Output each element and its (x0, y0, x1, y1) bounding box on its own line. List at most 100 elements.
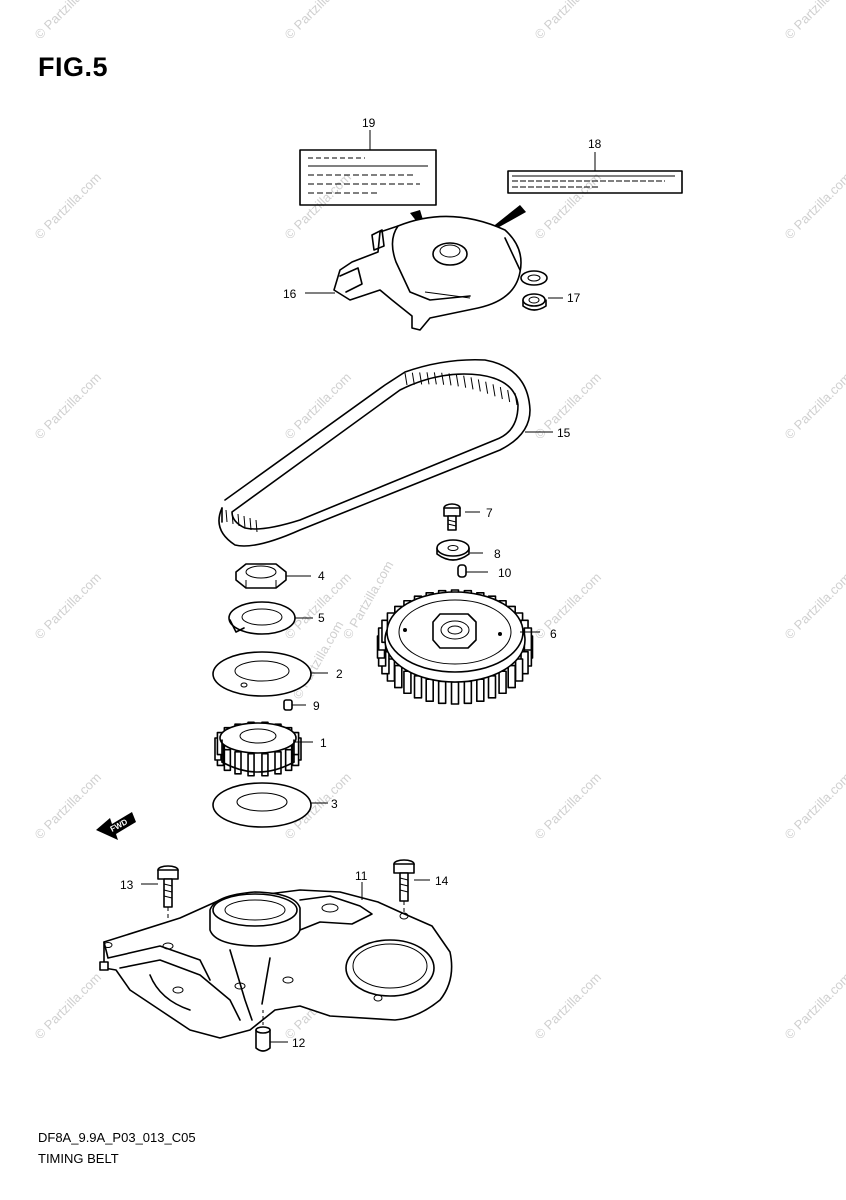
callout-17: 17 (567, 291, 581, 305)
belt-tooth (455, 374, 459, 387)
belt-tooth (463, 375, 467, 388)
part-18-label-strip[interactable] (476, 170, 683, 240)
gear-tooth (261, 752, 269, 777)
callout-8: 8 (494, 547, 501, 561)
watermark: © Partzilla.com (32, 370, 105, 443)
callout-4: 4 (318, 569, 325, 583)
belt-tooth (507, 389, 511, 403)
watermark: © Partzilla.com (32, 170, 105, 243)
callout-18: 18 (588, 137, 602, 151)
part-8-washer[interactable] (436, 539, 470, 561)
callout-19: 19 (362, 116, 376, 130)
gear-tooth (413, 675, 423, 699)
gear-tooth (274, 751, 282, 775)
part-11-timing-case[interactable] (99, 889, 453, 1039)
belt-tooth (477, 379, 481, 392)
belt-tooth (433, 372, 437, 385)
gear-tooth (487, 675, 497, 699)
gear-tooth (463, 680, 473, 705)
belt-tooth (514, 392, 518, 406)
callout-15: 15 (557, 426, 571, 440)
forward-direction-arrow: FWD (96, 812, 136, 840)
watermark: © Partzilla.com (32, 570, 105, 643)
diagram-caption: TIMING BELT (38, 1151, 119, 1166)
part-10-pin[interactable] (457, 564, 467, 578)
callout-1: 1 (320, 736, 327, 750)
gear-tooth (284, 747, 293, 772)
gear-tooth (425, 678, 434, 703)
watermark: © Partzilla.com (532, 170, 605, 243)
callout-9: 9 (313, 699, 320, 713)
watermark: © Partzilla.com (282, 0, 355, 42)
gear-tooth (437, 680, 447, 705)
watermark: © Partzilla.com (32, 970, 105, 1043)
part-1-crankshaft-timing-gear[interactable] (214, 721, 302, 777)
callout-16: 16 (283, 287, 297, 301)
gear-tooth (403, 670, 412, 695)
gear-tooth (498, 670, 507, 695)
part-7-bolt[interactable] (443, 503, 461, 531)
gear-tooth (450, 681, 460, 705)
watermark: © Partzilla.com (282, 170, 355, 243)
watermark: © Partzilla.com (32, 770, 105, 843)
watermark: © Partzilla.com (782, 570, 846, 643)
watermark: © Partzilla.com (532, 0, 605, 42)
belt-tooth (243, 515, 246, 529)
watermark: © Partzilla.com (782, 0, 846, 42)
gear-tooth (476, 678, 485, 703)
callout-2: 2 (336, 667, 343, 681)
gear-tooth (223, 747, 232, 772)
belt-tooth (499, 386, 503, 400)
belt-tooth (448, 373, 452, 386)
watermark: © Partzilla.com (532, 770, 605, 843)
watermark: © Partzilla.com (782, 770, 846, 843)
part-14-bolt[interactable] (393, 859, 415, 918)
belt-tooth (426, 372, 430, 385)
callout-11: 11 (355, 869, 368, 883)
part-16-timing-belt-cover[interactable] (333, 215, 522, 331)
diagram-code: DF8A_9.9A_P03_013_C05 (38, 1130, 196, 1145)
gear-tooth (234, 751, 242, 775)
callout-13: 13 (120, 878, 134, 892)
belt-tooth (255, 519, 258, 533)
belt-tooth (470, 377, 474, 390)
part-2-guide-plate[interactable] (212, 651, 312, 697)
part-3-guide-plate[interactable] (212, 782, 312, 828)
part-6-camshaft-pulley[interactable] (376, 589, 534, 705)
callout-7: 7 (486, 506, 493, 520)
gear-tooth (394, 664, 403, 689)
belt-tooth (249, 517, 252, 531)
gear-tooth (247, 752, 255, 777)
watermark: © Partzilla.com (782, 970, 846, 1043)
part-12-dowel-pin[interactable] (255, 1010, 271, 1052)
part-9-key[interactable] (283, 699, 293, 711)
watermark: © Partzilla.com (532, 570, 605, 643)
belt-tooth (419, 372, 423, 385)
callout-5: 5 (318, 611, 325, 625)
watermark: © Partzilla.com (32, 0, 105, 42)
watermark: © Partzilla.com (532, 970, 605, 1043)
figure-title: FIG.5 (38, 52, 109, 82)
part-15-timing-belt[interactable] (218, 358, 531, 547)
callout-labels: 19 18 16 17 15 7 8 10 4 5 6 2 9 1 3 13 1… (120, 116, 602, 1050)
callout-14: 14 (435, 874, 449, 888)
belt-teeth (225, 372, 518, 533)
callout-10: 10 (498, 566, 512, 580)
belt-tooth (411, 372, 415, 385)
belt-tooth (231, 511, 234, 525)
part-4-nut[interactable] (235, 563, 287, 589)
gear-tooth (514, 658, 524, 682)
gear-tooth (507, 664, 516, 689)
callout-12: 12 (292, 1036, 306, 1050)
belt-tooth (441, 372, 445, 385)
belt-tooth (225, 509, 228, 523)
part-5-lock-washer[interactable] (228, 601, 296, 635)
belt-tooth (485, 381, 489, 394)
watermark: © Partzilla.com (782, 170, 846, 243)
belt-tooth (404, 372, 408, 386)
watermark: © Partzilla.com (782, 370, 846, 443)
belt-tooth (237, 513, 240, 527)
belt-tooth (492, 384, 496, 397)
part-17-grommet[interactable] (520, 270, 548, 311)
